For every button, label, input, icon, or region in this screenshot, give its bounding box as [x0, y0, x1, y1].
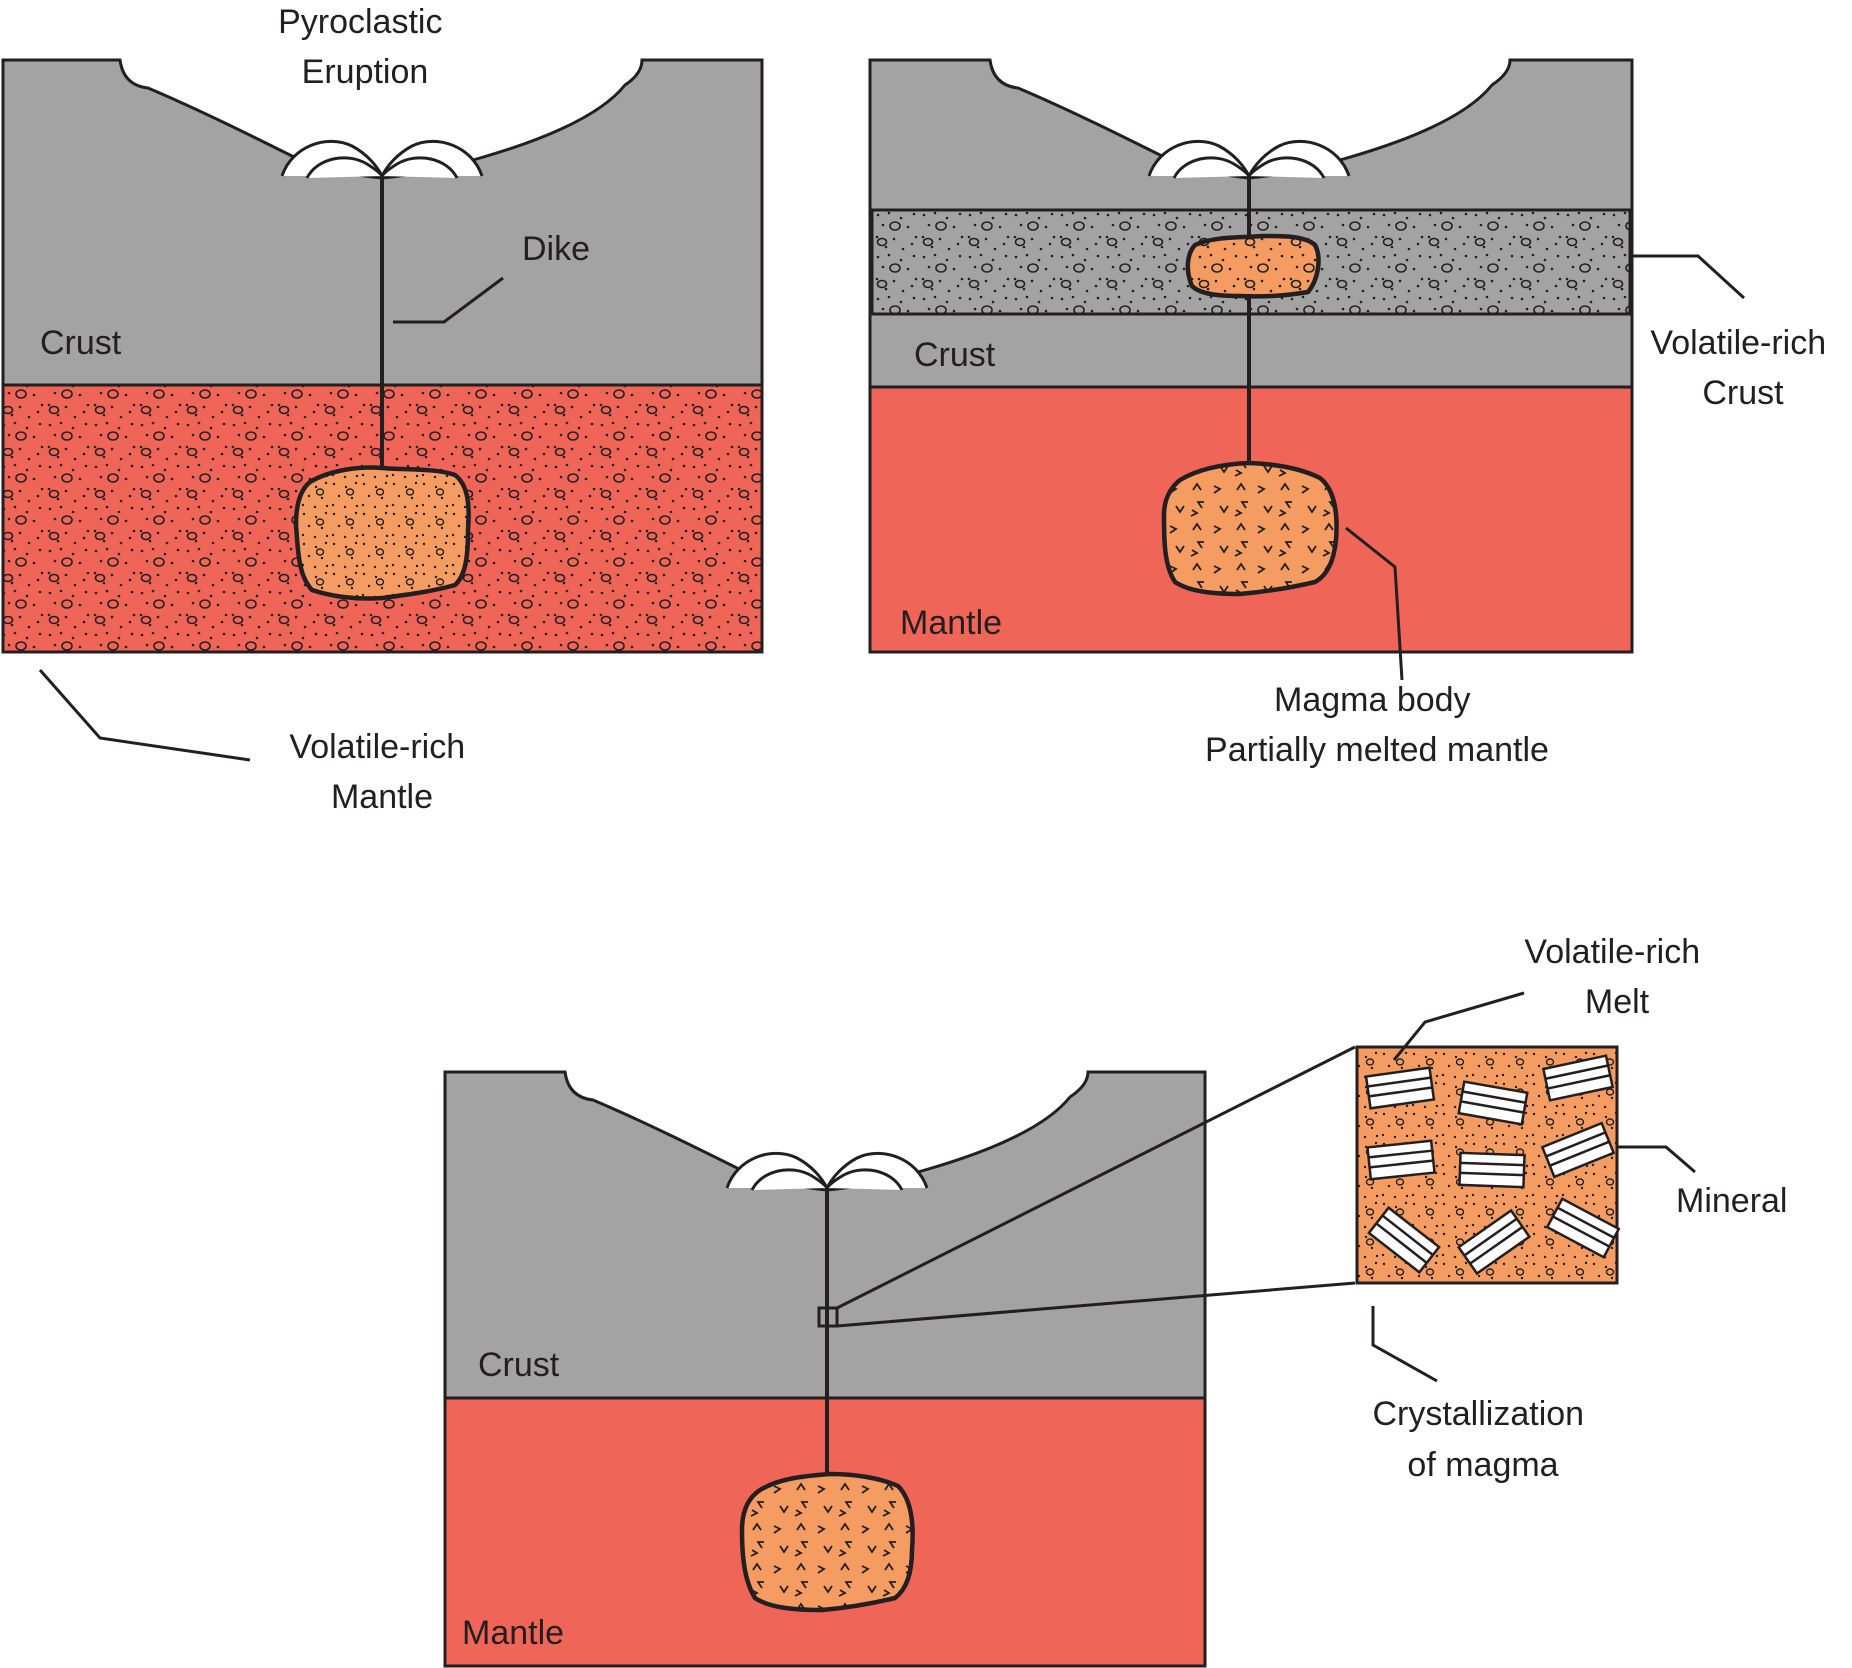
mineral-label: Mineral [1676, 1182, 1787, 1220]
eruption-label: Pyroclastic Eruption [278, 3, 452, 91]
crust-label: Crust [914, 336, 996, 374]
mantle-leader [38, 669, 251, 762]
volatile-melt-label: Volatile-rich Melt [1524, 933, 1709, 1021]
panel-1: Pyroclastic Eruption Dike Crust Volatile… [1, 3, 764, 816]
panel-3: Crust Mantle Volatile-rich Melt Mineral … [443, 933, 1787, 1668]
crystallization-inset [1355, 1045, 1621, 1285]
crystallization-label: Crystallization of magma [1372, 1395, 1593, 1484]
zoom-line-top [836, 1045, 1356, 1310]
crust-label: Crust [478, 1346, 560, 1384]
mantle-label: Mantle [900, 604, 1002, 642]
magma-body-leader [1345, 526, 1404, 681]
volatile-mantle-label: Volatile-rich Mantle [289, 728, 474, 816]
dike-leader [393, 276, 504, 324]
magma-body-label: Magma body Partially melted mantle [1205, 681, 1549, 769]
mineral-leader [1617, 1145, 1696, 1174]
crystallization-leader [1371, 1306, 1438, 1383]
volatile-crust-leader [1632, 254, 1746, 300]
panel-2: Crust Mantle Volatile-rich Crust Magma b… [868, 58, 1835, 769]
zoom-box [817, 1306, 839, 1328]
mantle-label: Mantle [462, 1614, 564, 1652]
crust-label: Crust [40, 324, 122, 362]
eruption-plume [1147, 139, 1351, 180]
eruption-plume [280, 139, 484, 180]
dike-label: Dike [522, 230, 590, 268]
volatile-crust-label: Volatile-rich Crust [1650, 324, 1835, 412]
eruption-plume [725, 1151, 929, 1192]
mineral-crystals [1364, 1054, 1621, 1276]
melt-leader [1392, 991, 1525, 1061]
zoom-line-bottom [836, 1281, 1356, 1328]
